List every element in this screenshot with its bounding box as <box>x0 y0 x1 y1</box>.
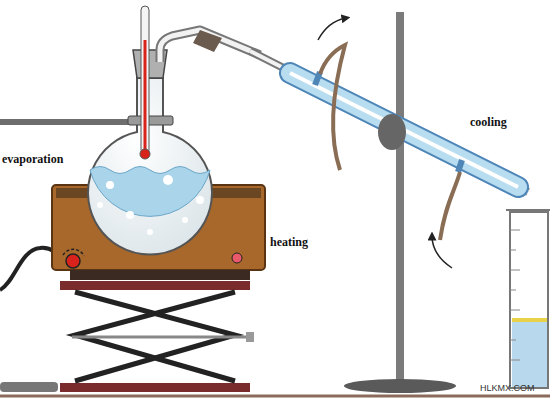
lab-jack <box>60 281 254 392</box>
stand-base <box>344 379 456 393</box>
process-label: cooling <box>470 116 507 129</box>
process-label: heating <box>270 236 308 249</box>
bench <box>0 395 550 398</box>
graduated-cylinder <box>506 210 550 388</box>
condenser <box>250 51 528 192</box>
rubber-connector <box>193 30 222 52</box>
clamp-rod <box>0 119 140 125</box>
condenser-clamp <box>378 114 406 150</box>
flow-arrow <box>432 236 452 268</box>
thermometer <box>140 6 150 159</box>
power-cord <box>0 248 55 290</box>
water-outlet-hose <box>320 45 345 170</box>
stand-rod <box>396 12 404 386</box>
water-inlet-hose <box>440 172 460 240</box>
stand-base <box>0 382 58 392</box>
side-arm <box>160 30 260 62</box>
process-label: evaporation <box>2 153 63 166</box>
round-bottom-flask <box>88 78 212 255</box>
flow-arrow <box>318 18 346 40</box>
watermark: HLKMX.COM <box>480 384 535 394</box>
